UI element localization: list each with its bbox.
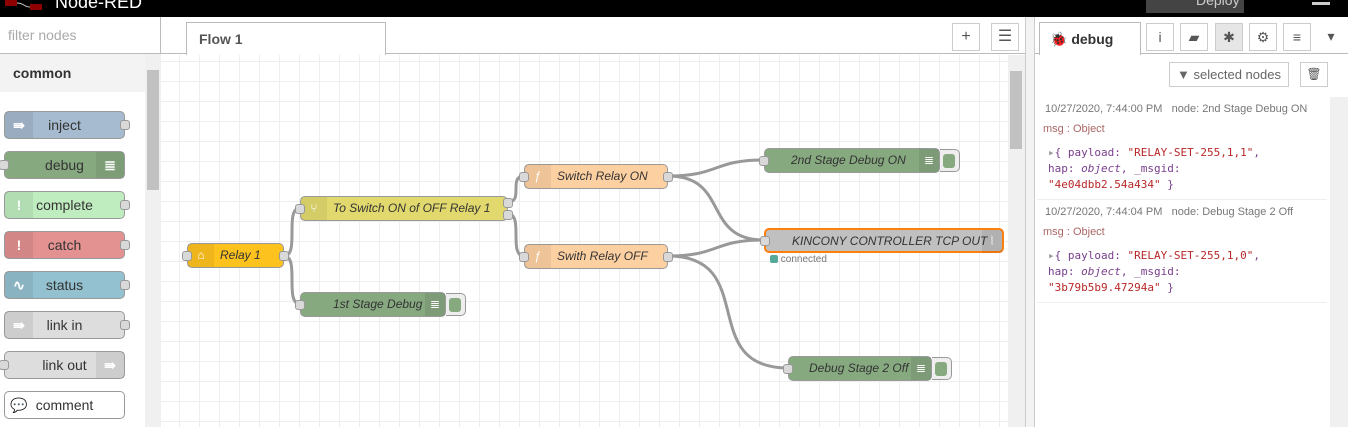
- node-switch[interactable]: ⑂To Switch ON of OFF Relay 1: [300, 196, 508, 221]
- node-debug-stage-2-off[interactable]: Debug Stage 2 Off≣: [788, 356, 932, 381]
- wire: [668, 160, 764, 176]
- bug-icon: 🐞: [1050, 31, 1067, 47]
- info-icon[interactable]: i: [1146, 23, 1174, 51]
- wire: [668, 240, 764, 256]
- canvas-scrollbar[interactable]: [1008, 55, 1025, 427]
- status-dot: [770, 255, 778, 263]
- wire: [284, 208, 300, 256]
- debug-toggle-button[interactable]: [932, 357, 952, 380]
- filter-selected-nodes-button[interactable]: ▼ selected nodes: [1169, 62, 1289, 87]
- debug-icon: ≣: [425, 293, 445, 316]
- debug-message: 10/27/2020, 7:44:00 PM node: 2nd Stage D…: [1037, 97, 1327, 200]
- gear-icon[interactable]: ⚙: [1249, 23, 1277, 51]
- filter-icon: ▼: [1177, 67, 1190, 82]
- tab-debug[interactable]: 🐞 debug: [1039, 22, 1141, 55]
- node-kincony-tcp-out[interactable]: KINCONY CONTROLLER TCP OUT⦚: [764, 228, 1004, 253]
- bug-icon[interactable]: ✱: [1215, 23, 1243, 51]
- debug-scrollbar[interactable]: [1330, 97, 1348, 427]
- node-status: connected: [770, 254, 827, 265]
- msg-payload[interactable]: ▸{ payload: "RELAY-SET-255,1,0", hap: ob…: [1048, 248, 1260, 296]
- node-switch-relay-on[interactable]: ƒSwitch Relay ON: [524, 164, 668, 189]
- node-swith-relay-off[interactable]: ƒSwith Relay OFF: [524, 244, 668, 269]
- wire: [508, 214, 524, 256]
- node-2nd-stage-debug-on[interactable]: 2nd Stage Debug ON≣: [764, 148, 940, 173]
- scroll-thumb[interactable]: [1010, 71, 1022, 149]
- debug-toggle-button[interactable]: [940, 149, 960, 172]
- node-relay-1[interactable]: ⌂Relay 1: [187, 243, 284, 268]
- sidebar-separator[interactable]: [1025, 17, 1035, 427]
- debug-icon: ≣: [911, 357, 931, 380]
- book-icon[interactable]: ▰: [1180, 23, 1208, 51]
- database-icon[interactable]: ≡: [1283, 23, 1311, 51]
- msg-payload[interactable]: ▸{ payload: "RELAY-SET-255,1,1", hap: ob…: [1048, 145, 1260, 193]
- node-name: node: 2nd Stage Debug ON: [1172, 103, 1308, 115]
- debug-messages: 10/27/2020, 7:44:00 PM node: 2nd Stage D…: [1037, 97, 1327, 427]
- node-1st-stage-debug[interactable]: 1st Stage Debug≣: [300, 292, 446, 317]
- timestamp: 10/27/2020, 7:44:04 PM: [1045, 206, 1162, 218]
- node-name: node: Debug Stage 2 Off: [1172, 206, 1294, 218]
- chevron-down-icon[interactable]: ▾: [1317, 23, 1345, 51]
- wire: [668, 256, 788, 368]
- msg-type: msg : Object: [1043, 226, 1105, 238]
- wire: [668, 176, 764, 240]
- debug-toggle-button[interactable]: [446, 293, 466, 316]
- msg-type: msg : Object: [1043, 123, 1105, 135]
- wire: [284, 256, 300, 304]
- timestamp: 10/27/2020, 7:44:00 PM: [1045, 103, 1162, 115]
- clear-trash-icon[interactable]: 🗑: [1300, 62, 1328, 87]
- debug-icon: ≣: [919, 149, 939, 172]
- tcp-icon: ⦚: [982, 230, 1002, 253]
- debug-message: 10/27/2020, 7:44:04 PM node: Debug Stage…: [1037, 200, 1327, 303]
- sidebar: 🐞 debug i ▰ ✱ ⚙ ≡ ▾ ▼ selected nodes 🗑 1…: [1035, 17, 1348, 427]
- sidebar-tabs: 🐞 debug i ▰ ✱ ⚙ ≡ ▾: [1035, 17, 1348, 54]
